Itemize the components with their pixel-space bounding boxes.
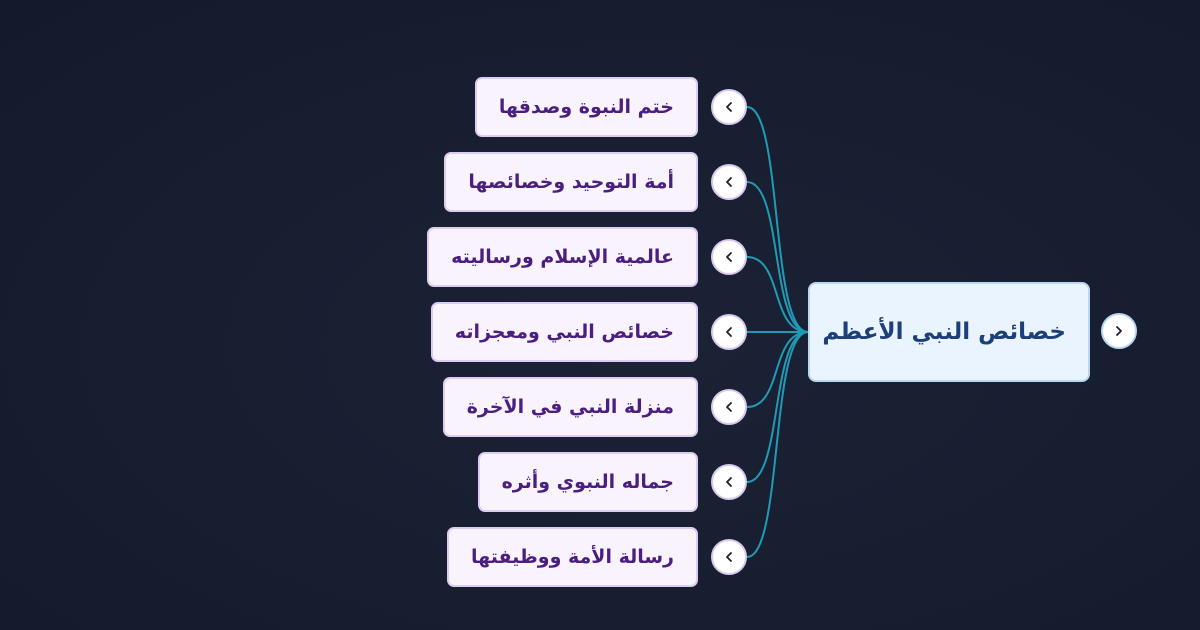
root-toggle-button[interactable] xyxy=(1101,313,1137,349)
child-node[interactable]: عالمية الإسلام ورساليته xyxy=(427,227,698,287)
child-node[interactable]: ختم النبوة وصدقها xyxy=(474,77,698,137)
connector-line xyxy=(746,106,809,333)
connector-line xyxy=(746,256,809,333)
chevron-left-icon xyxy=(723,401,735,413)
chevron-left-icon xyxy=(723,176,735,188)
child-node[interactable]: أمة التوحيد وخصائصها xyxy=(444,152,698,212)
connector-line xyxy=(746,181,809,333)
child-toggle-button[interactable] xyxy=(711,89,747,125)
child-toggle-button[interactable] xyxy=(711,314,747,350)
child-node-label: خصائص النبي ومعجزاته xyxy=(454,321,674,343)
child-toggle-button[interactable] xyxy=(711,389,747,425)
chevron-left-icon xyxy=(723,101,735,113)
chevron-left-icon xyxy=(723,476,735,488)
connector-line xyxy=(746,331,809,483)
root-node[interactable]: خصائص النبي الأعظم xyxy=(808,282,1090,382)
child-node-label: رسالة الأمة ووظيفتها xyxy=(471,546,674,568)
child-toggle-button[interactable] xyxy=(711,539,747,575)
child-node-label: ختم النبوة وصدقها xyxy=(498,96,674,118)
chevron-left-icon xyxy=(723,251,735,263)
child-toggle-button[interactable] xyxy=(711,239,747,275)
root-node-label: خصائص النبي الأعظم xyxy=(822,319,1066,345)
chevron-left-icon xyxy=(723,551,735,563)
child-node-label: أمة التوحيد وخصائصها xyxy=(468,171,674,193)
child-node[interactable]: جماله النبوي وأثره xyxy=(477,452,698,512)
chevron-right-icon xyxy=(1113,325,1125,337)
child-toggle-button[interactable] xyxy=(711,464,747,500)
child-toggle-button[interactable] xyxy=(711,164,747,200)
child-node-label: عالمية الإسلام ورساليته xyxy=(451,246,674,268)
child-node[interactable]: رسالة الأمة ووظيفتها xyxy=(447,527,698,587)
connector-line xyxy=(746,331,809,408)
child-node[interactable]: خصائص النبي ومعجزاته xyxy=(430,302,698,362)
child-node[interactable]: منزلة النبي في الآخرة xyxy=(442,377,698,437)
child-node-label: جماله النبوي وأثره xyxy=(501,471,674,493)
connector-line xyxy=(746,331,809,558)
chevron-left-icon xyxy=(723,326,735,338)
child-node-label: منزلة النبي في الآخرة xyxy=(466,396,674,418)
